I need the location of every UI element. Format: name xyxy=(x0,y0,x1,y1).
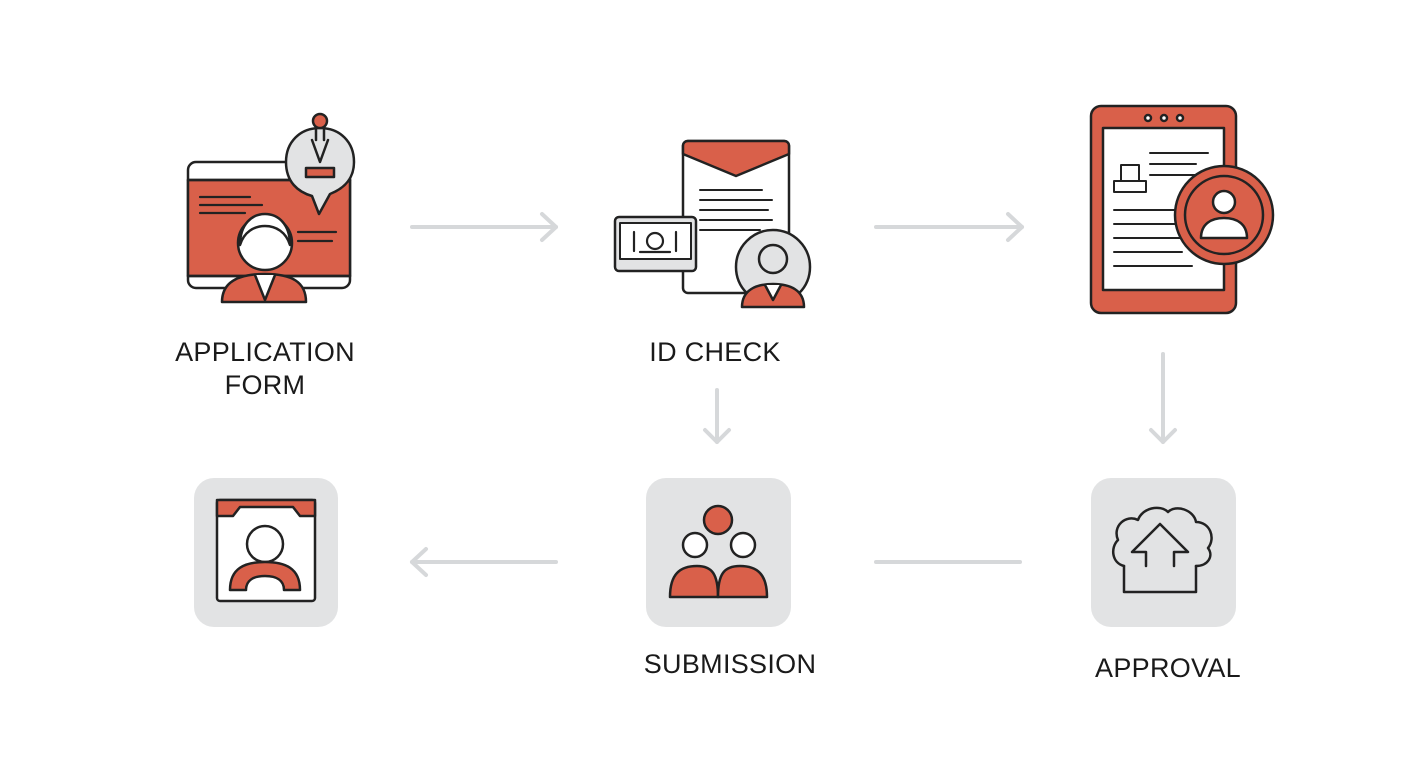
application-form-label-line1: APPLICATION xyxy=(175,337,355,367)
tablet-profile-icon xyxy=(1089,104,1275,315)
connector-form-to-idcheck xyxy=(410,212,558,242)
connector-idcheck-to-submission xyxy=(703,388,731,444)
submission-label: SUBMISSION xyxy=(643,649,817,679)
application-form-icon xyxy=(186,112,356,304)
submission-tile-background xyxy=(646,478,791,627)
connector-idcheck-to-tablet xyxy=(874,212,1024,242)
profile-window-icon xyxy=(194,478,338,627)
group-icon xyxy=(646,478,791,627)
approval-tile-background xyxy=(1091,478,1236,627)
connector-submission-to-profile xyxy=(410,547,558,577)
connector-tablet-to-approval xyxy=(1149,352,1177,444)
application-form-label-line2: FORM xyxy=(224,370,306,400)
id-check-icon xyxy=(613,139,812,309)
cloud-upload-icon xyxy=(1091,478,1236,627)
approval-label: APPROVAL xyxy=(1095,653,1241,683)
id-check-label: ID CHECK xyxy=(649,337,781,367)
application-form-label: APPLICATION FORM xyxy=(150,336,380,402)
